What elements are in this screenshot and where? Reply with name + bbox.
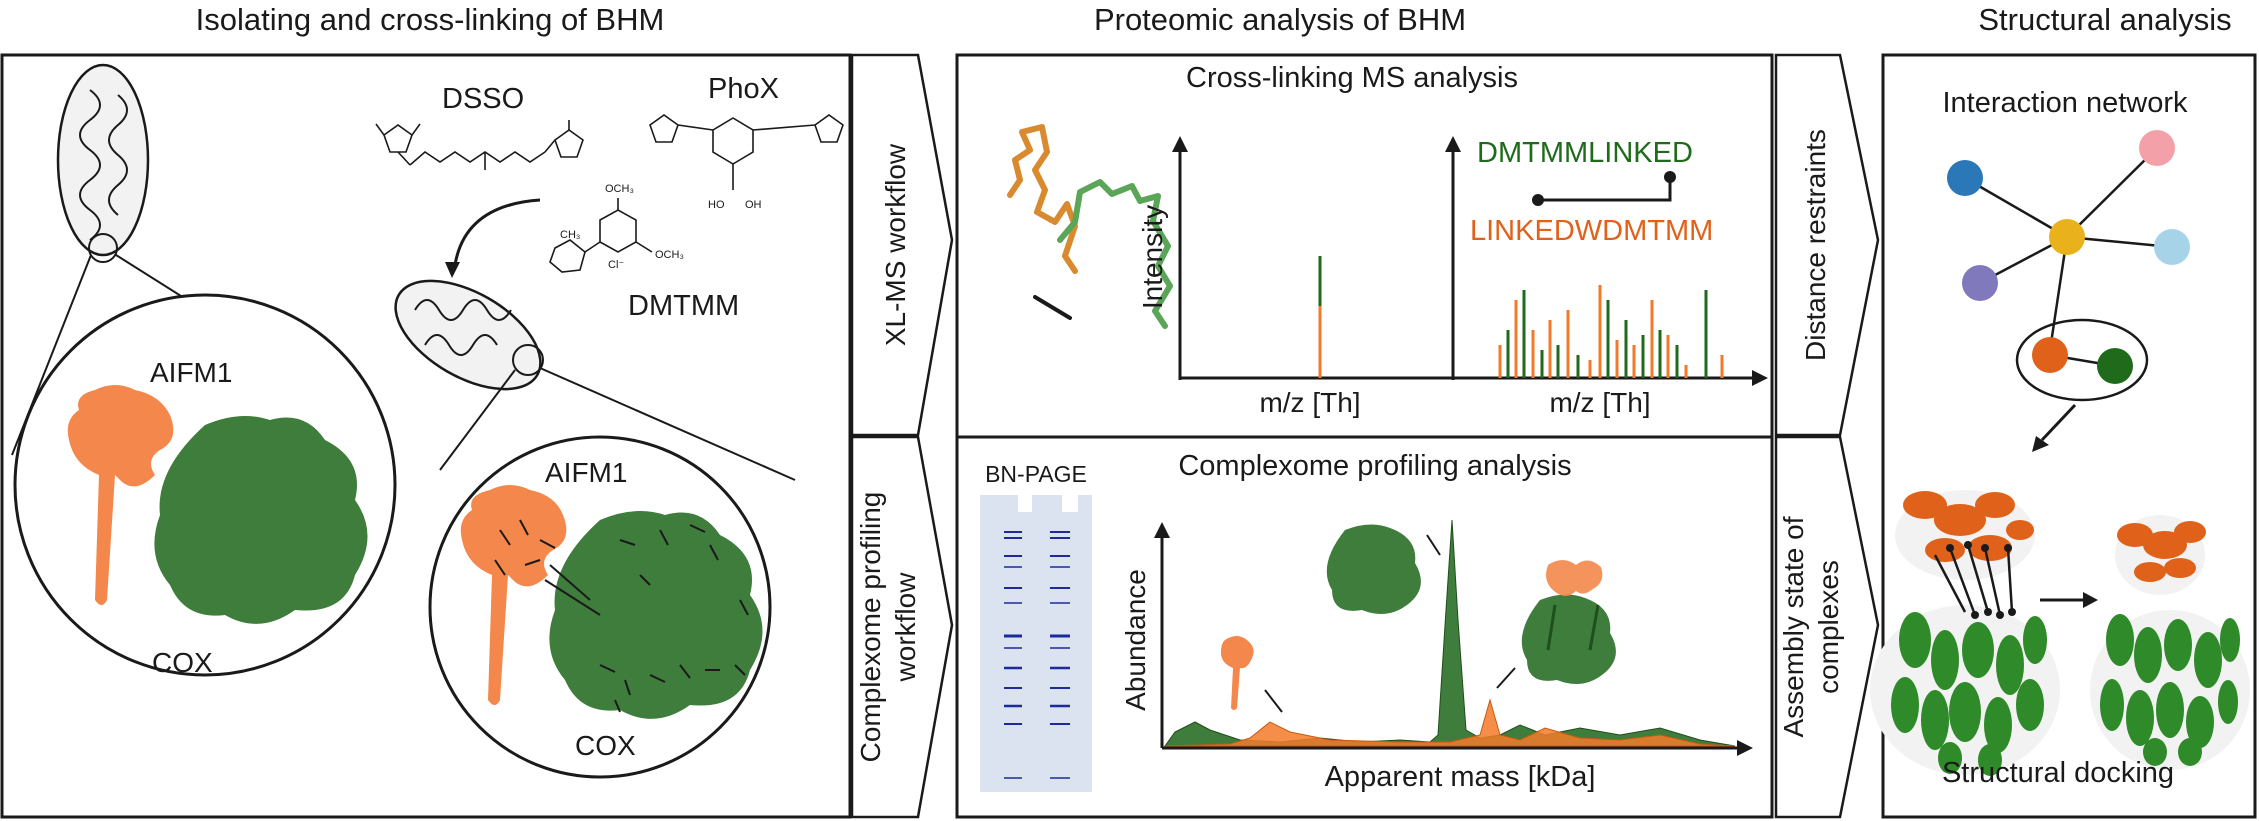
xlms-panel-title: Cross-linking MS analysis	[1186, 62, 1518, 94]
network-to-docking-arrow	[2040, 403, 2077, 442]
dmtmm-ch3: CH₃	[560, 229, 580, 241]
distance-restraints-arrow	[1774, 53, 1880, 437]
header-isolation: Isolating and cross-linking of BHM	[196, 2, 665, 37]
phox-label: PhoX	[708, 73, 779, 105]
peptide-orange-label: LINKEDWDMTMM	[1470, 215, 1713, 247]
xlms-workflow-label: XL-MS workflow	[880, 143, 911, 346]
ms-x-arrowhead	[1752, 370, 1768, 386]
phox-oh-right: OH	[745, 199, 762, 211]
structural-panel	[1881, 53, 2257, 819]
network-to-docking-arrowhead	[2032, 436, 2049, 452]
header-proteomic: Proteomic analysis of BHM	[1094, 2, 1466, 37]
profile-aifm1-trace	[1164, 698, 1736, 747]
complexome-workflow-label-2: workflow	[890, 572, 921, 683]
node-pink	[2139, 130, 2175, 166]
peptide-link-dot-left	[1532, 194, 1544, 206]
aifm1-protein-left	[67, 385, 174, 605]
aifm1-cartoon-pointer	[1264, 689, 1283, 713]
profile-x-arrowhead	[1737, 740, 1753, 756]
xlms-workflow-arrow	[850, 53, 954, 437]
cox-cartoon-pointer	[1426, 534, 1441, 556]
interaction-network	[1947, 130, 2190, 402]
complex-cartoon-pointer	[1496, 667, 1516, 689]
distance-restraints-label: Distance restraints	[1800, 129, 1831, 361]
reaction-arrow	[453, 198, 541, 266]
cox-protein-right	[549, 511, 763, 719]
interaction-network-title: Interaction network	[1942, 87, 2188, 119]
ms-x-axis-label-left: m/z [Th]	[1259, 387, 1360, 418]
profile-x-axis-label: Apparent mass [kDa]	[1325, 761, 1596, 793]
node-orange	[2032, 337, 2068, 373]
docking-arrowhead	[2083, 592, 2098, 608]
isolation-panel	[0, 53, 852, 819]
dmtmm-och3-top: OCH₃	[605, 183, 634, 195]
profile-y-arrowhead	[1154, 522, 1170, 538]
zoom-line-right-2	[539, 367, 796, 481]
reaction-arrowhead	[445, 262, 460, 278]
cox-protein-left	[154, 416, 368, 624]
node-lightblue	[2154, 229, 2190, 265]
dmtmm-label: DMTMM	[628, 290, 739, 322]
profile-cox-trace	[1164, 519, 1736, 747]
peptide-green-label: DMTMMLINKED	[1477, 137, 1693, 169]
dmtmm-cl: Cl⁻	[608, 259, 624, 271]
profile-cox-cartoon	[1326, 524, 1421, 614]
aifm1-label-left: AIFM1	[150, 357, 232, 388]
complexome-workflow-label-1: Complexome profiling	[855, 492, 886, 763]
ms-left-y-arrowhead	[1172, 136, 1188, 152]
node-green	[2097, 348, 2133, 384]
docking-structure-right	[2090, 515, 2250, 770]
peptide-link-dot-right	[1664, 171, 1676, 183]
dmtmm-structure	[549, 198, 653, 273]
aifm1-protein-right	[460, 485, 567, 705]
crosslink-bars-right	[494, 519, 749, 713]
profile-aifm1-cartoon	[1221, 636, 1254, 710]
fragment-peaks	[1498, 285, 1724, 378]
phox-structure	[649, 114, 844, 190]
node-purple	[1962, 265, 1998, 301]
cox-label-left: COX	[152, 647, 213, 678]
profile-y-axis-label: Abundance	[1120, 569, 1151, 711]
ms-right-y-arrowhead	[1445, 136, 1461, 152]
zoom-line-right-1	[439, 369, 516, 471]
complexome-panel-title: Complexome profiling analysis	[1178, 450, 1571, 482]
aifm1-label-right: AIFM1	[545, 457, 627, 488]
assembly-state-label-1: Assembly state of	[1778, 516, 1809, 737]
profile-complex-cartoon	[1521, 560, 1616, 684]
node-yellow	[2049, 219, 2085, 255]
peptide-link-line	[1538, 177, 1672, 202]
mitochondrion-left	[56, 63, 150, 263]
phox-oh-left: HO	[708, 199, 725, 211]
node-blue	[1947, 160, 1983, 196]
structural-docking-label: Structural docking	[1942, 757, 2174, 789]
bn-page-gel	[980, 495, 1092, 792]
header-structural: Structural analysis	[1978, 2, 2231, 37]
docking-structure-left	[1870, 490, 2060, 776]
dmtmm-och3-right: OCH₃	[655, 249, 684, 261]
assembly-state-label-2: complexes	[1813, 560, 1844, 694]
dsso-structure	[375, 120, 584, 170]
cox-label-right: COX	[575, 730, 636, 761]
mitochondrion-right	[394, 279, 544, 391]
complexome-workflow-arrow	[850, 435, 954, 819]
complexome-panel	[955, 435, 1774, 819]
ms-x-axis-label-right: m/z [Th]	[1549, 387, 1650, 418]
assembly-state-arrow	[1774, 435, 1880, 819]
bn-page-label: BN-PAGE	[985, 461, 1087, 487]
crosslinked-peptides-illustration	[1007, 124, 1173, 329]
complex-highlight-ellipse	[2015, 318, 2149, 402]
ms-y-axis-label: Intensity	[1137, 205, 1168, 309]
dsso-label: DSSO	[442, 83, 524, 115]
